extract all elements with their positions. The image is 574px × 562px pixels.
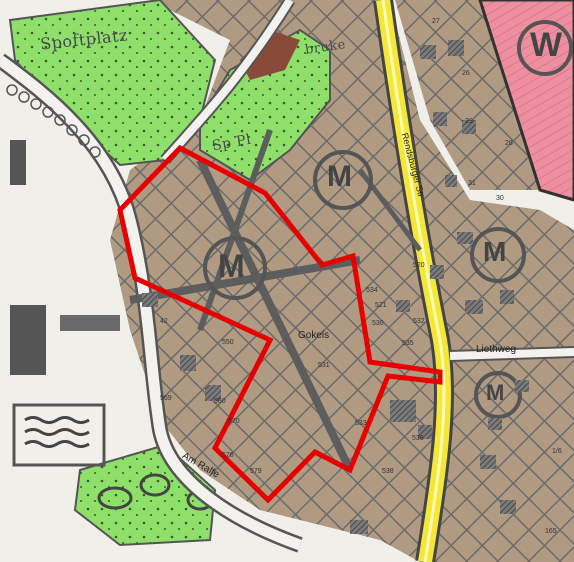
zone-label-m-southeast: M (483, 236, 507, 267)
parcel-number: 26 (462, 70, 470, 77)
parcel-number: 535 (402, 340, 414, 347)
parcel-number: 1/6 (552, 448, 562, 455)
parcel-number: 536 (412, 435, 424, 442)
water-icon (24, 416, 90, 424)
planning-boundary (117, 144, 443, 504)
parcel-number: 531 (318, 362, 330, 369)
zone-label-m-southeast-small: M (486, 380, 505, 405)
parcel-number: 521 (375, 302, 387, 309)
parcel-number: 560 (214, 398, 226, 405)
liethweg-road (449, 348, 574, 360)
parcel-number: 530 (372, 320, 384, 327)
dividing-line-1 (196, 158, 354, 472)
parcel-number: 534 (366, 287, 378, 294)
parcel-number: 550 (222, 339, 234, 346)
parcel-number: 576 (222, 452, 234, 459)
zone-label-w: W (530, 26, 563, 64)
residential-area (478, 0, 574, 202)
zone-label-m-center: M (218, 248, 245, 284)
building-west-1 (10, 140, 26, 185)
parcel-number: 42 (160, 318, 168, 325)
brick-structure (240, 30, 300, 80)
parcel-number: 538 (382, 468, 394, 475)
parcel-number: 30 (496, 195, 504, 202)
zone-label-m-east: M (327, 160, 352, 193)
tree-row (6, 84, 101, 158)
label-gokels: Gokels (298, 330, 330, 341)
building-west-2 (10, 305, 46, 375)
parcel-number: 532 (413, 318, 425, 325)
buildings (142, 40, 529, 534)
parcel-number: 520 (413, 262, 425, 269)
parcel-number: 31 (468, 180, 476, 187)
parcel-number: 28 (505, 140, 513, 147)
parcel-number: 27 (432, 18, 440, 25)
label-liethweg: Liethweg (476, 344, 517, 355)
water-basin (12, 403, 106, 467)
road-west (0, 55, 302, 551)
zone-circle-w (517, 20, 573, 76)
zone-circle-m-se-small (474, 371, 522, 419)
parcel-number: 29 (465, 118, 473, 125)
parcel-number: 533 (355, 420, 367, 427)
parcel-number: 570 (228, 418, 240, 425)
zone-circle-m-east (313, 150, 373, 210)
parcel-number: 569 (160, 395, 172, 402)
zone-circle-m-se (470, 227, 526, 283)
parcel-number: 579 (250, 468, 262, 475)
parcel-number: 165 (545, 528, 557, 535)
zone-circle-m-center (203, 236, 267, 300)
